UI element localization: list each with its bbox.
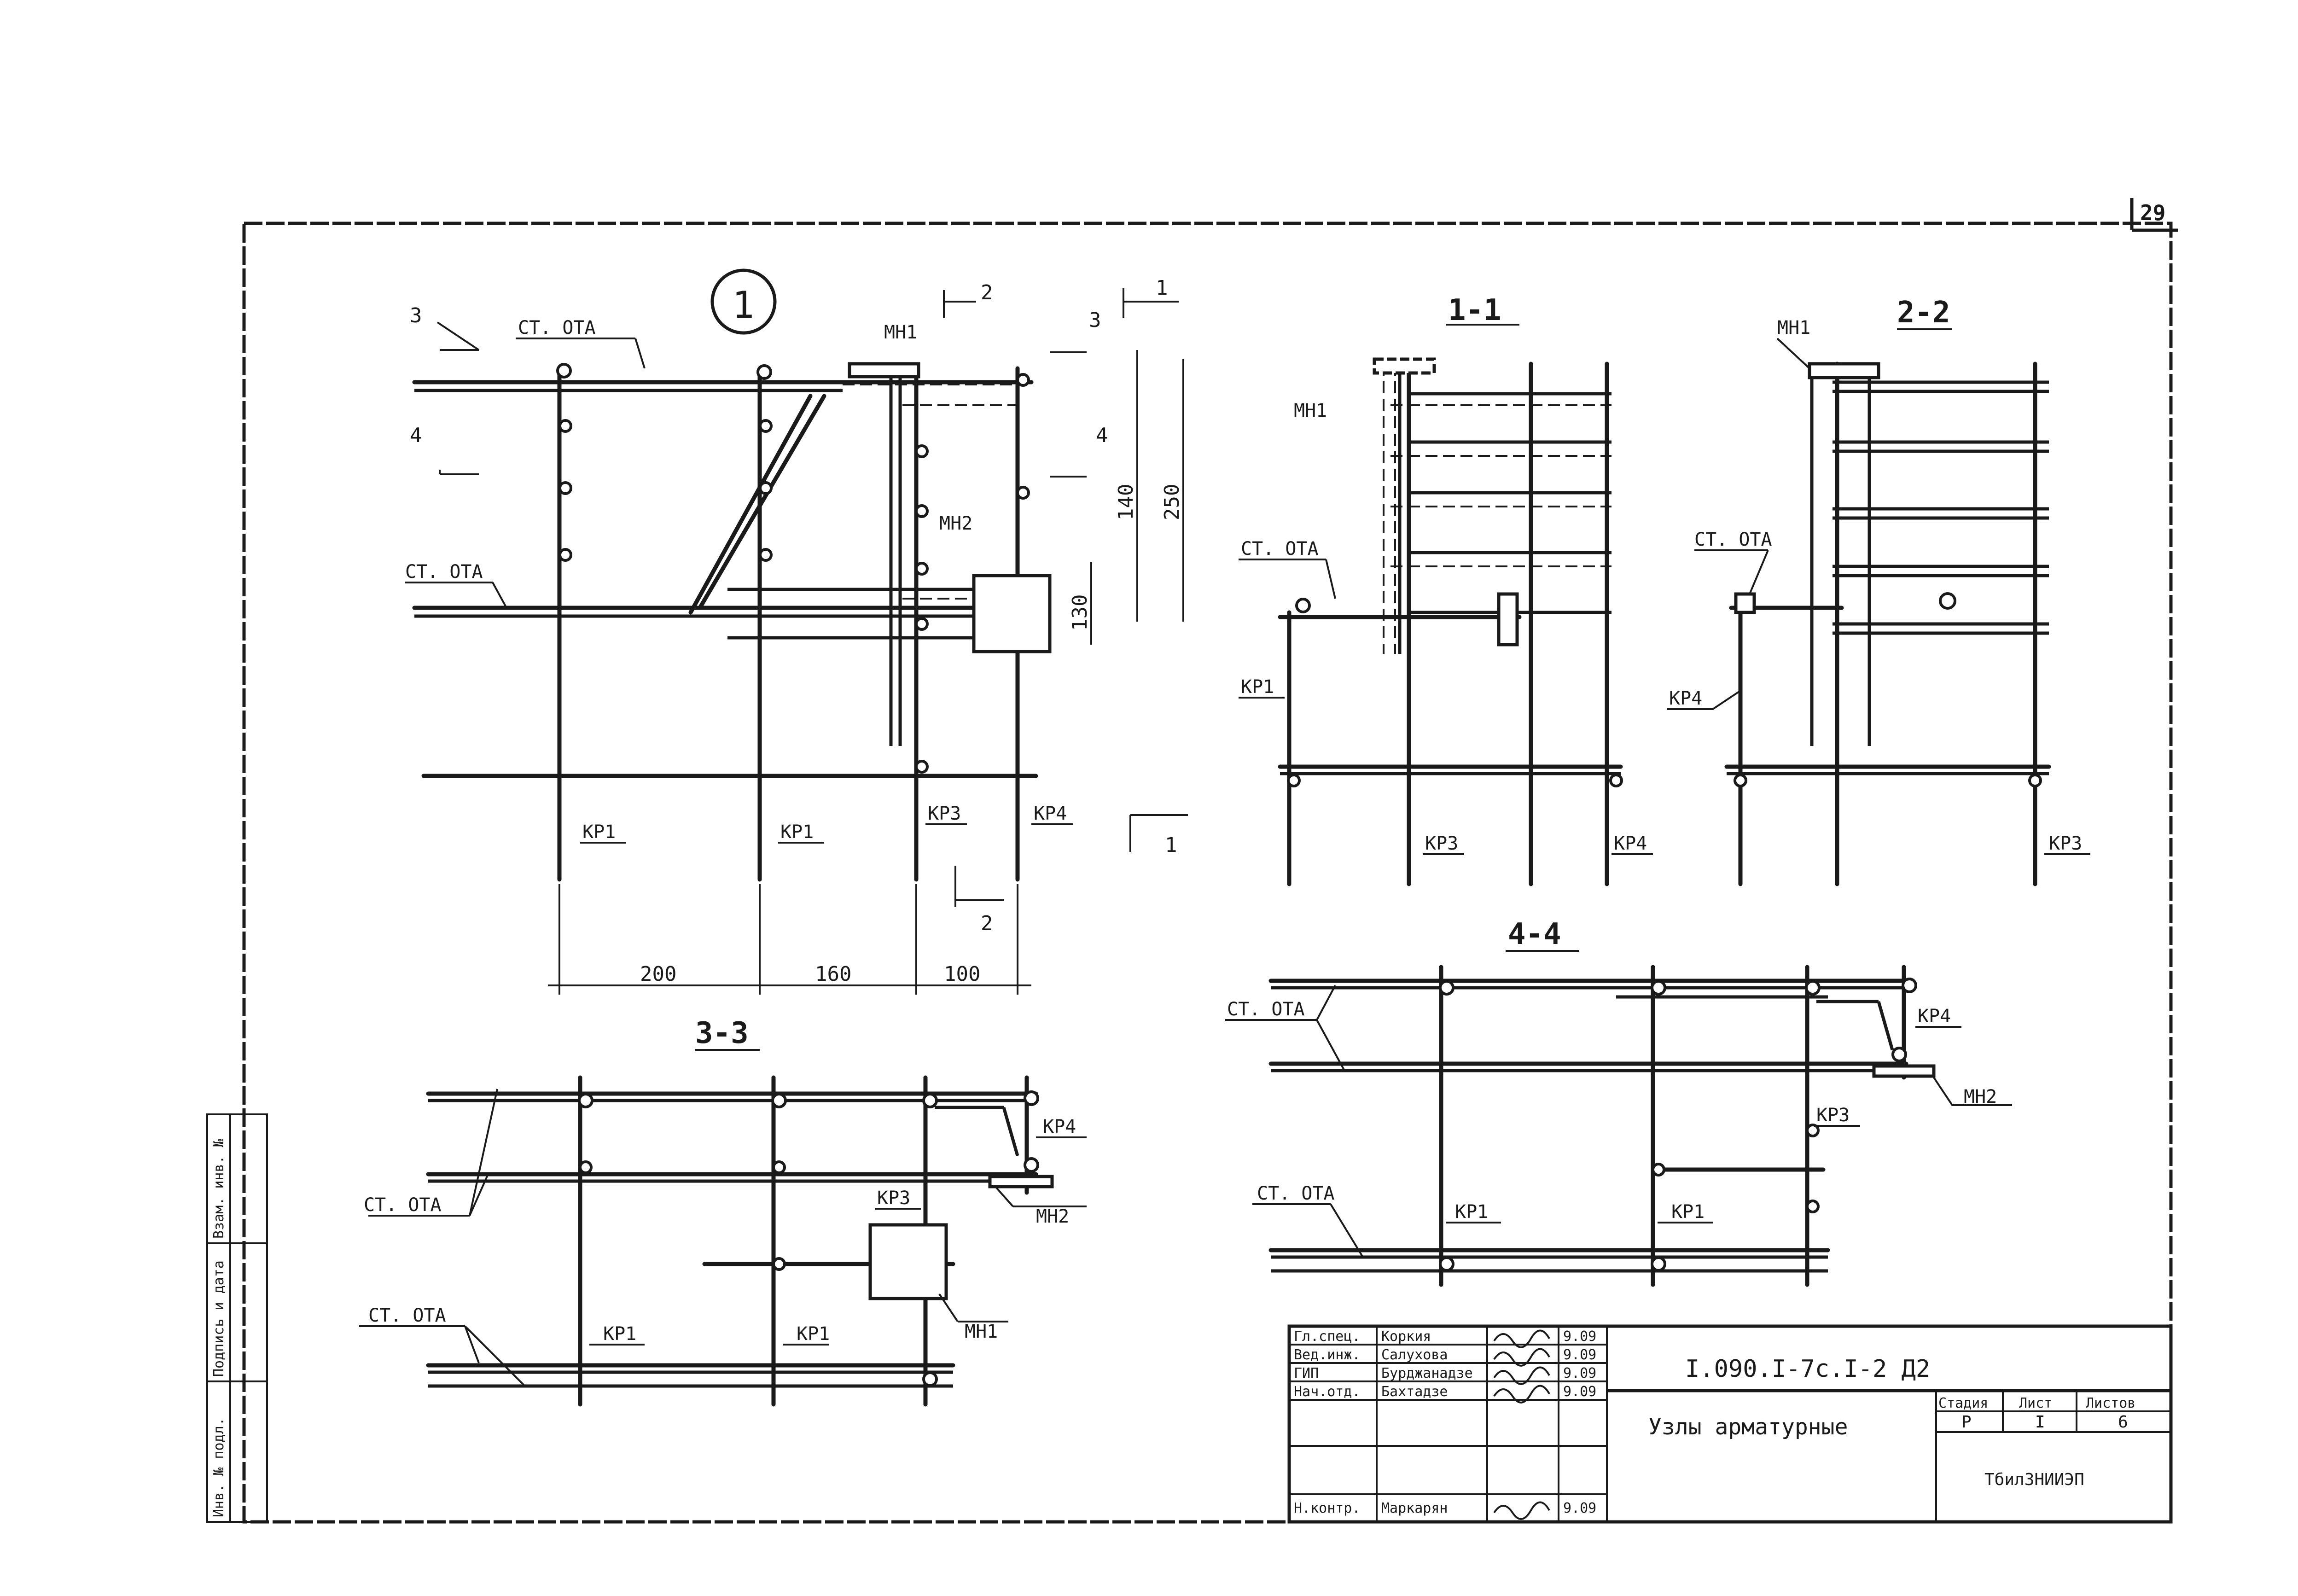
tb-stage-header: Стадия (1938, 1395, 1988, 1411)
tb-row-3-name: Бурджанадзе (1381, 1365, 1473, 1381)
tb-row-5-name: Маркарян (1381, 1500, 1448, 1516)
side-stamp-sign: Подпись и дата (211, 1260, 227, 1377)
tb-row-2-role: Вед.инж. (1294, 1347, 1361, 1363)
s11-label-kr1: КР1 (1241, 676, 1274, 698)
sheet-frame (242, 198, 2178, 1524)
tb-row-5-date: 9.09 (1563, 1500, 1596, 1516)
s22-label-kr4: КР4 (1669, 688, 1702, 709)
side-stamp-repl: Взам. инв. № (211, 1139, 227, 1239)
tb-row-2-date: 9.09 (1563, 1347, 1596, 1363)
tb-row-2-name: Салухова (1381, 1347, 1448, 1363)
tb-row-1-name: Коркия (1381, 1328, 1431, 1345)
plan-mark-4-right: 4 (1096, 424, 1108, 447)
s33-label-mn1: МН1 (965, 1321, 998, 1342)
tb-sheet-header: Лист (2019, 1395, 2052, 1411)
tb-sheets: 6 (2118, 1413, 2128, 1432)
tb-org: ТбилЗНИИЭП (1984, 1470, 2084, 1489)
tb-row-3-date: 9.09 (1563, 1365, 1596, 1381)
section-2-2 (1667, 328, 2090, 886)
section-3-3-title: 3-3 (695, 1016, 749, 1050)
plan-dim-100: 100 (944, 962, 980, 986)
s11-label-st-ota: СТ. ОТА (1241, 538, 1319, 559)
plan-label-kr4: КР4 (1034, 803, 1067, 824)
s22-label-kr3: КР3 (2049, 833, 2082, 854)
side-stamp (206, 1113, 268, 1523)
s33-label-st-ota-a: СТ. ОТА (364, 1194, 442, 1216)
s44-label-kr1-a: КР1 (1455, 1201, 1488, 1223)
plan-mark-2-top: 2 (981, 281, 993, 304)
plan-label-kr1-a: КР1 (582, 821, 616, 843)
plan-mark-2-bottom: 2 (981, 912, 993, 935)
s33-label-kr1-b: КР1 (797, 1323, 830, 1345)
tb-sheets-header: Листов (2086, 1395, 2135, 1411)
tb-row-1-role: Гл.спец. (1294, 1328, 1361, 1345)
plan-mark-3-top: 3 (410, 304, 422, 327)
plan-label-mn1: МН1 (884, 322, 917, 343)
tb-row-3-role: ГИП (1294, 1365, 1319, 1381)
s44-label-kr3: КР3 (1816, 1105, 1850, 1126)
s44-label-st-ota-b: СТ. ОТА (1257, 1183, 1335, 1204)
tb-sheet: I (2035, 1413, 2045, 1432)
plan-label-kr1-b: КР1 (780, 821, 814, 843)
s11-label-kr3: КР3 (1425, 833, 1458, 854)
plan-dim-160: 160 (815, 962, 851, 986)
section-1-1-title: 1-1 (1448, 293, 1501, 327)
plan-label-st-ota-mid: СТ. ОТА (405, 561, 483, 582)
plan-dim-140: 140 (1114, 484, 1138, 520)
tb-stage: Р (1961, 1413, 1972, 1432)
s44-label-st-ota-a: СТ. ОТА (1227, 999, 1305, 1020)
s22-label-mn1: МН1 (1777, 317, 1810, 338)
plan-mark-3-right: 3 (1089, 309, 1101, 332)
plan-dim-200: 200 (640, 962, 676, 986)
plan-mark-1-bottom: 1 (1165, 833, 1177, 857)
tb-row-5-role: Н.контр. (1294, 1500, 1361, 1516)
s33-label-kr4: КР4 (1043, 1116, 1076, 1137)
s33-label-kr3: КР3 (877, 1188, 910, 1209)
detail-1-plan (405, 268, 1188, 995)
side-stamp-inv: Инв. № подл. (211, 1417, 227, 1517)
section-1-1 (1239, 324, 1653, 886)
s44-label-kr4: КР4 (1918, 1006, 1951, 1027)
section-2-2-title: 2-2 (1897, 296, 1950, 330)
detail-1-marker: 1 (732, 284, 754, 326)
signature-marks (1493, 1329, 1550, 1520)
plan-label-st-ota-top: СТ. ОТА (518, 317, 596, 338)
title-block (1287, 1324, 2173, 1524)
plan-dim-250: 250 (1160, 484, 1184, 520)
s11-label-kr4: КР4 (1614, 833, 1647, 854)
s33-label-mn2: МН2 (1036, 1206, 1069, 1227)
s33-label-st-ota-b: СТ. ОТА (368, 1305, 446, 1326)
s22-label-st-ota: СТ. ОТА (1694, 529, 1772, 550)
plan-label-kr3: КР3 (928, 803, 961, 824)
sheet-number: 29 (2140, 200, 2165, 225)
tb-code: I.090.I-7с.I-2 Д2 (1685, 1355, 1930, 1383)
plan-dim-130: 130 (1068, 594, 1092, 631)
section-3-3 (359, 1049, 1087, 1407)
tb-title: Узлы арматурные (1648, 1414, 1848, 1440)
plan-mark-1-top: 1 (1156, 276, 1168, 300)
s44-label-mn2: МН2 (1964, 1086, 1997, 1107)
tb-row-4-name: Бахтадзе (1381, 1384, 1448, 1400)
plan-label-mn2: МН2 (939, 513, 972, 534)
section-4-4 (1225, 950, 2012, 1287)
section-4-4-title: 4-4 (1508, 917, 1561, 951)
tb-row-4-date: 9.09 (1563, 1384, 1596, 1400)
tb-row-1-date: 9.09 (1563, 1328, 1596, 1345)
s33-label-kr1-a: КР1 (603, 1323, 636, 1345)
tb-row-4-role: Нач.отд. (1294, 1384, 1361, 1400)
s44-label-kr1-b: КР1 (1671, 1201, 1705, 1223)
plan-mark-4-left: 4 (410, 424, 422, 447)
s11-label-mn1: МН1 (1294, 400, 1327, 421)
